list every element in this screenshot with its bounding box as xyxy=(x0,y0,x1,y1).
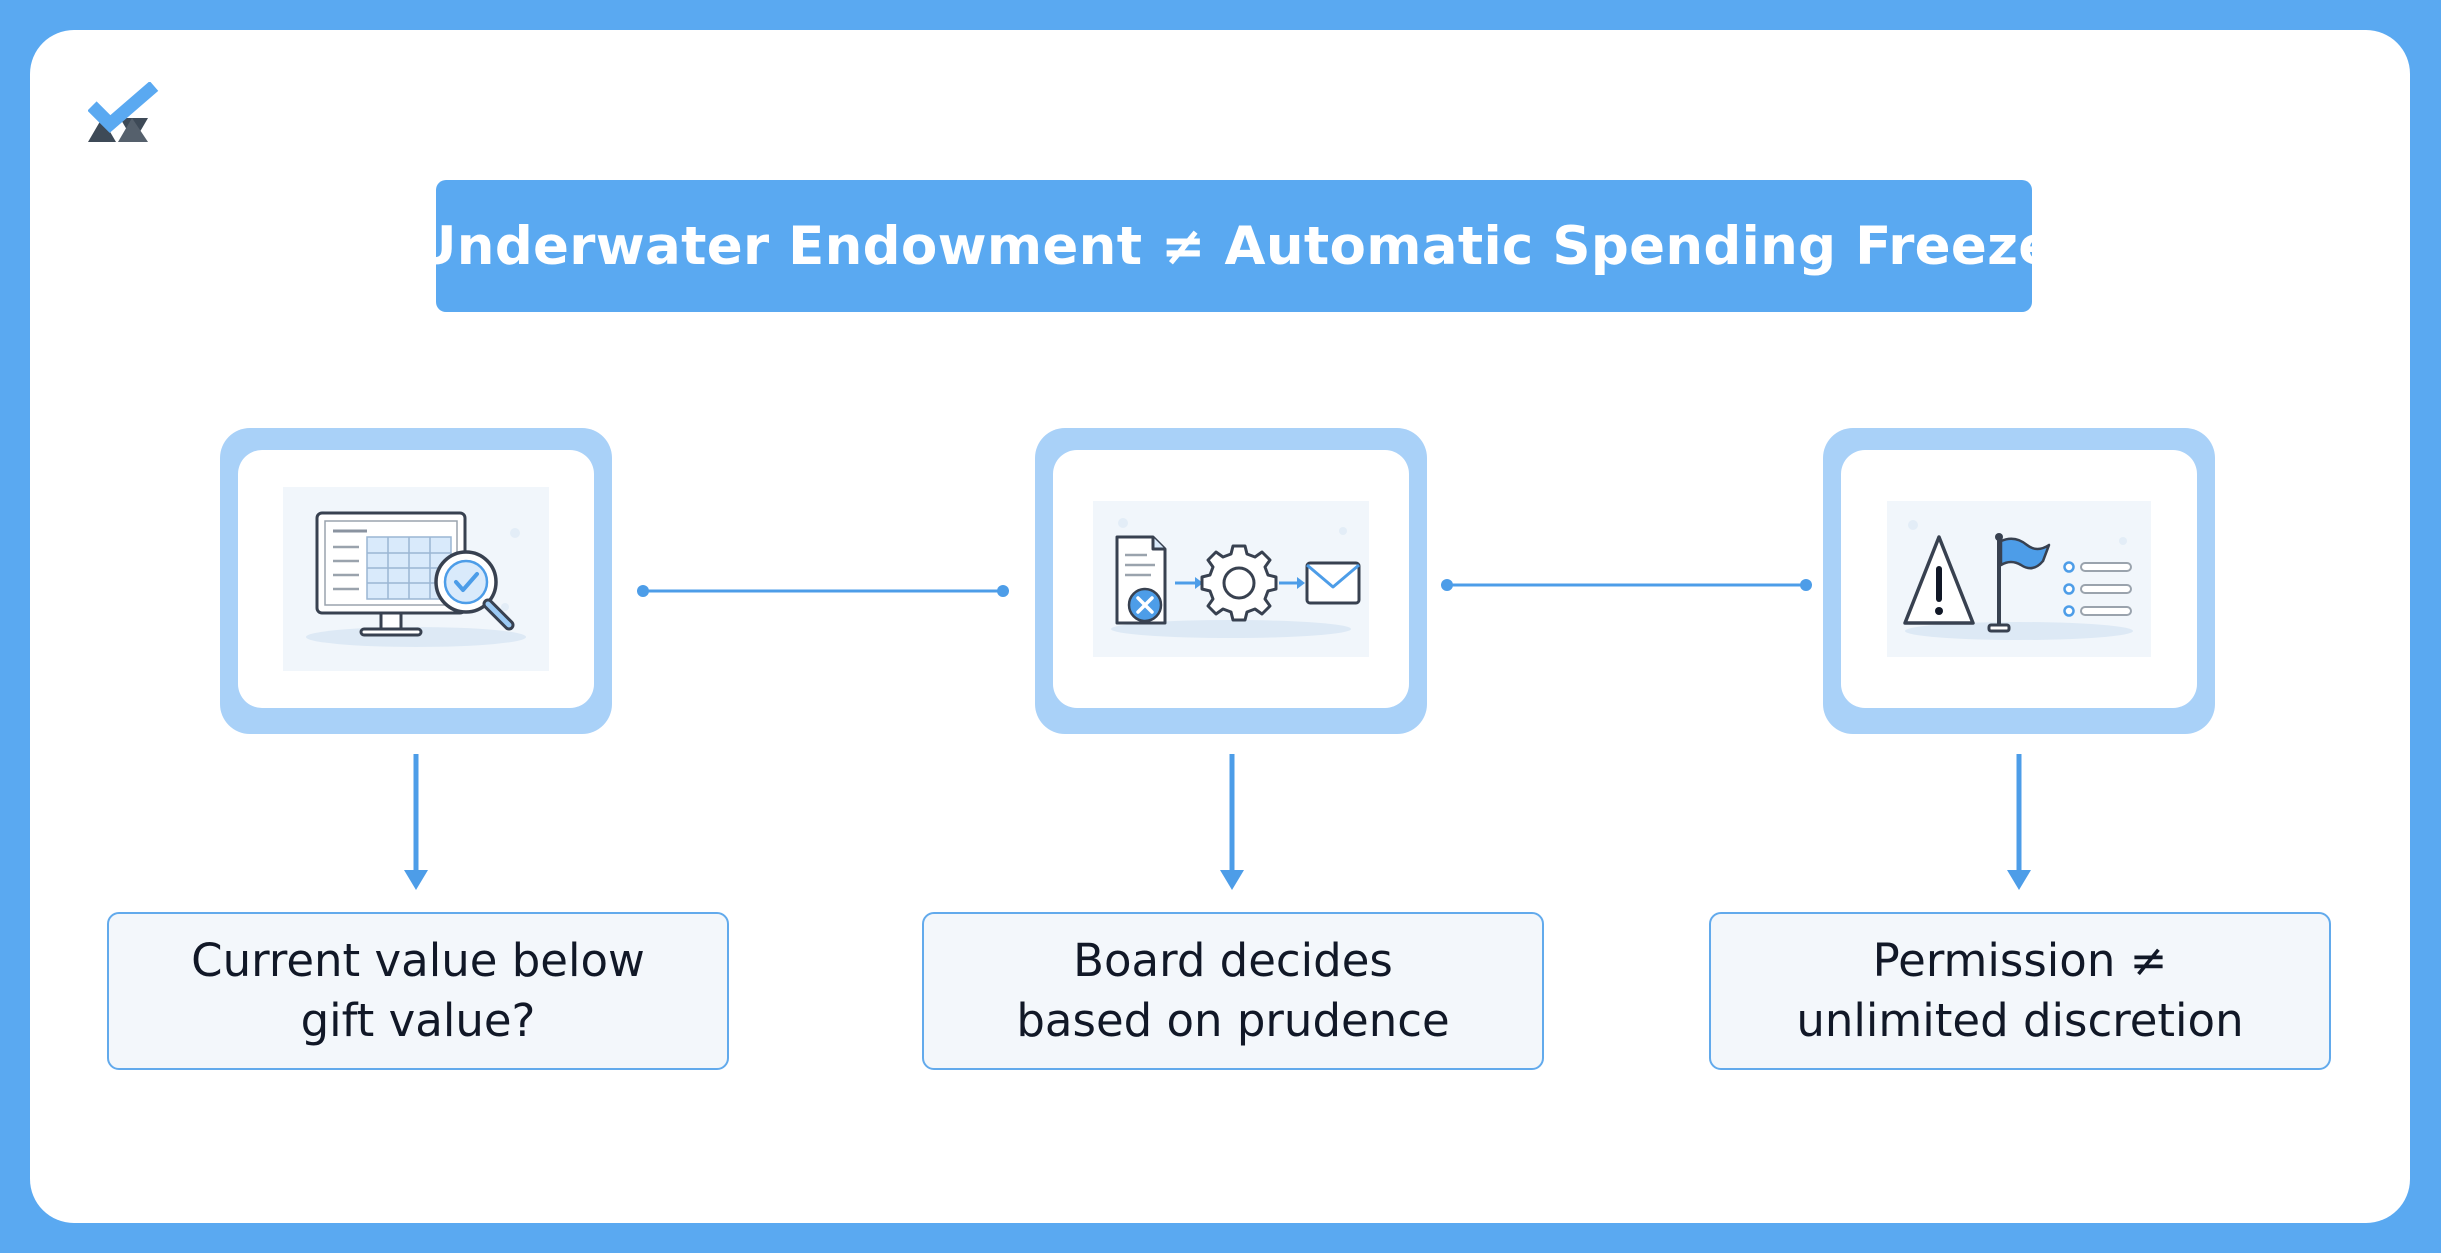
step-3-label-box: Permission ≠ unlimited discretion xyxy=(1709,912,2331,1070)
step-3-label-line-1: Permission ≠ xyxy=(1872,934,2168,987)
step-2-frame-inner xyxy=(1053,450,1409,708)
warning-flag-checklist-icon xyxy=(1887,501,2151,657)
step-3-frame xyxy=(1823,428,2215,734)
down-arrow-2 xyxy=(1220,754,1244,890)
connector-2-3 xyxy=(1441,579,1812,591)
step-1-label-box: Current value below gift value? xyxy=(107,912,729,1070)
step-3-label-line-2: unlimited discretion xyxy=(1796,994,2244,1047)
canvas-card: Underwater Endowment ≠ Automatic Spendin… xyxy=(30,30,2410,1223)
connector-1-2 xyxy=(637,585,1009,597)
title-banner: Underwater Endowment ≠ Automatic Spendin… xyxy=(413,180,2054,312)
diagram-title: Underwater Endowment ≠ Automatic Spendin… xyxy=(413,215,2055,277)
step-1-label-line-1: Current value below xyxy=(191,934,645,987)
step-2-label-box: Board decides based on prudence xyxy=(922,912,1544,1070)
step-2-frame xyxy=(1035,428,1427,734)
step-3-frame-inner xyxy=(1841,450,2197,708)
document-gear-envelope-icon xyxy=(1093,501,1369,657)
step-1-frame xyxy=(220,428,612,734)
step-2-label-line-2: based on prudence xyxy=(1016,994,1450,1047)
step-1-label-line-2: gift value? xyxy=(300,994,536,1047)
down-arrow-3 xyxy=(2007,754,2031,890)
step-1-frame-inner xyxy=(238,450,594,708)
monitor-spreadsheet-magnifier-icon xyxy=(283,487,549,671)
down-arrow-1 xyxy=(404,754,428,890)
logo-check-icon xyxy=(88,82,159,142)
step-2-label-line-1: Board decides xyxy=(1073,934,1393,987)
